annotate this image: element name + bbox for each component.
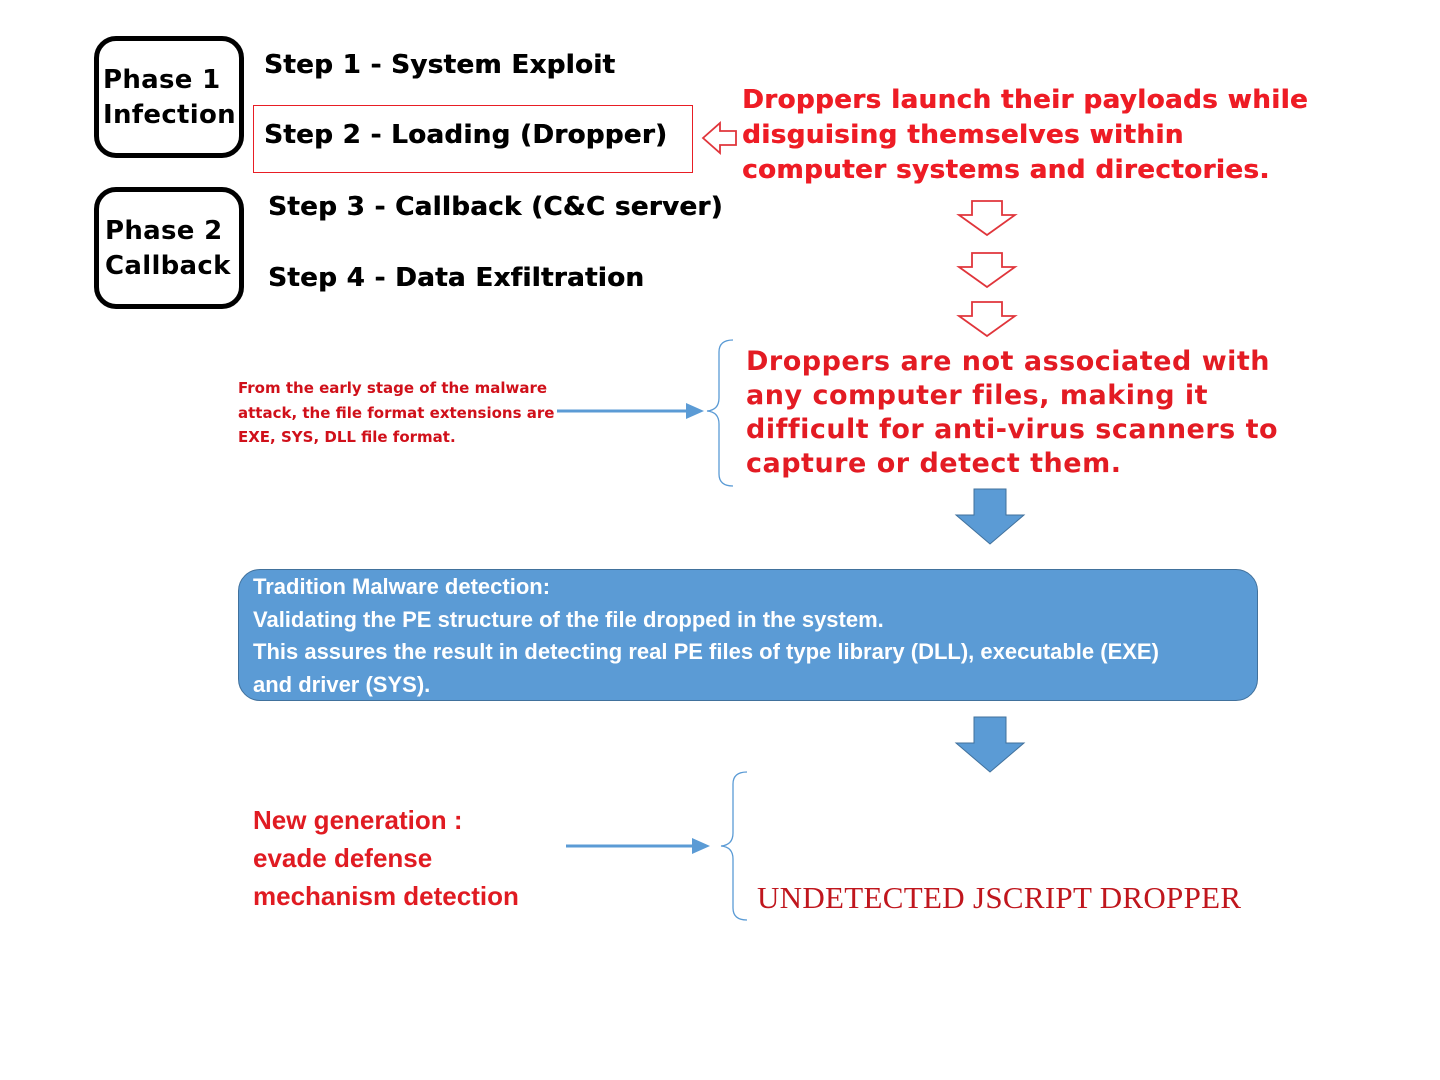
phase-2-label: Phase 2 Callback xyxy=(105,214,231,284)
dropper-description-line-3: computer systems and directories. xyxy=(742,155,1270,185)
early-stage-line-1: From the early stage of the malware xyxy=(238,379,548,397)
phase-1-title: Phase 1 xyxy=(103,65,221,95)
step-2-highlight-box xyxy=(253,105,693,173)
down-arrow-icon-1 xyxy=(954,488,1026,545)
not-associated-line-1: Droppers are not associated with xyxy=(746,346,1271,377)
phase-2-box xyxy=(94,187,244,309)
curly-bracket-2 xyxy=(720,771,748,921)
phase-2-subtitle: Callback xyxy=(105,251,231,281)
down-outline-arrow-icon-2 xyxy=(956,252,1018,289)
not-associated-line-2: any computer files, making it xyxy=(746,380,1209,411)
new-generation-text: New generation : evade defense mechanism… xyxy=(253,801,519,915)
phase-2-title: Phase 2 xyxy=(105,216,223,246)
new-generation-line-3: mechanism detection xyxy=(253,881,519,911)
step-2-label: Step 2 - Loading (Dropper) xyxy=(264,120,668,150)
tradition-line-4: and driver (SYS). xyxy=(253,671,431,697)
early-stage-note: From the early stage of the malware atta… xyxy=(238,376,554,450)
tradition-line-1: Tradition Malware detection: xyxy=(253,574,551,599)
not-associated-line-3: difficult for anti-virus scanners to xyxy=(746,414,1279,445)
right-arrow-icon-1 xyxy=(686,403,704,419)
tradition-line-3: This assures the result in detecting rea… xyxy=(253,639,1159,664)
tradition-detection-box xyxy=(238,569,1258,701)
left-outline-arrow-icon xyxy=(701,121,737,155)
down-outline-arrow-icon-3 xyxy=(956,301,1018,338)
right-arrow-icon-2 xyxy=(692,838,710,854)
dropper-description-line-2: disguising themselves within xyxy=(742,120,1184,150)
not-associated-line-4: capture or detect them. xyxy=(746,448,1122,479)
phase-1-box xyxy=(94,36,244,158)
phase-1-label: Phase 1 Infection xyxy=(103,63,236,133)
droppers-not-associated-text: Droppers are not associated with any com… xyxy=(746,345,1278,481)
new-generation-line-2: evade defense xyxy=(253,843,433,873)
step-1-label: Step 1 - System Exploit xyxy=(264,50,616,80)
new-generation-line-1: New generation : xyxy=(253,805,463,835)
down-arrow-icon-2 xyxy=(954,716,1026,773)
down-outline-arrow-icon-1 xyxy=(956,200,1018,237)
tradition-line-2: Validating the PE structure of the file … xyxy=(253,606,884,632)
dropper-description: Droppers launch their payloads while dis… xyxy=(742,83,1308,188)
phase-1-subtitle: Infection xyxy=(103,100,236,130)
dropper-description-line-1: Droppers launch their payloads while xyxy=(742,85,1309,115)
undetected-jscript-dropper-label: UNDETECTED JSCRIPT DROPPER xyxy=(757,880,1242,915)
step-3-label: Step 3 - Callback (C&C server) xyxy=(268,192,723,222)
step-4-label: Step 4 - Data Exfiltration xyxy=(268,263,645,293)
tradition-detection-text: Tradition Malware detection: Validating … xyxy=(253,571,1159,701)
curly-bracket-1 xyxy=(706,339,734,487)
early-stage-line-3: EXE, SYS, DLL file format. xyxy=(238,428,456,446)
early-stage-line-2: attack, the file format extensions are xyxy=(238,403,555,422)
